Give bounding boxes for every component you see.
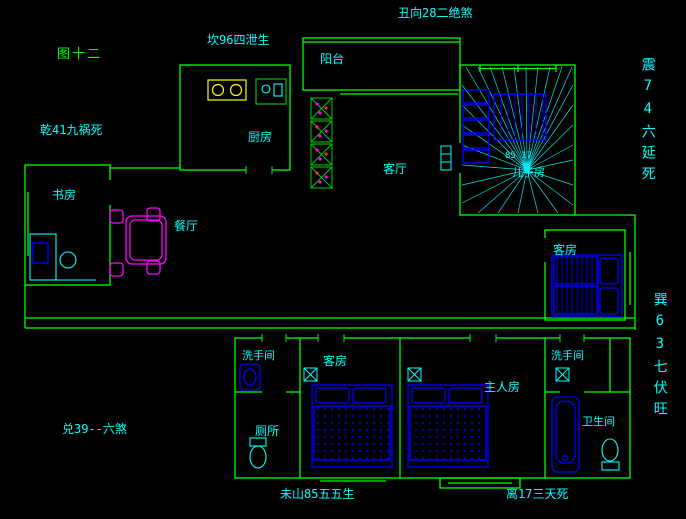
pillow-icon (448, 387, 483, 404)
room-label-dining-room: 餐厅 (174, 219, 199, 233)
stair-steps (462, 89, 547, 164)
door-marker-icon (303, 367, 318, 382)
toilet-icon-east (601, 438, 620, 471)
bed-guest-south (311, 384, 393, 468)
plant-icon (310, 120, 333, 143)
plant-icon (310, 143, 333, 166)
room-label-balcony: 阳台 (320, 52, 345, 66)
stair-note-label: 85 17 (505, 151, 533, 161)
room-label-bathroom: 卫生间 (582, 415, 615, 428)
annotation-direction-top: 丑向28二绝煞 (398, 6, 473, 20)
washbasin-icon (239, 363, 261, 391)
bed-master (407, 384, 489, 468)
room-label-master-bedroom: 主人房 (484, 380, 521, 394)
room-label-washroom-east: 洗手间 (551, 349, 584, 362)
pillow-icon (599, 257, 619, 285)
room-label-washroom-west: 洗手间 (242, 349, 275, 362)
figure-number-label: 图十二 (57, 47, 103, 62)
pillow-icon (411, 387, 446, 404)
plants-row (310, 97, 333, 189)
computer-icon (32, 242, 49, 264)
room-label-guest-room-south: 客房 (323, 354, 348, 368)
room-label-living-room: 客厅 (383, 162, 408, 176)
stove-icon (207, 79, 247, 101)
annotation-south-left: 未山85五五生 (280, 487, 355, 501)
stair-fan-lines (461, 66, 574, 214)
plant-icon (310, 166, 333, 189)
toilet-icon-west (249, 437, 267, 469)
annotation-south-right: 离17三天死 (506, 487, 569, 501)
pillow-icon (599, 287, 619, 315)
door-leaf-icon (440, 145, 452, 171)
study-furniture (29, 233, 96, 281)
room-label-kitchen: 厨房 (248, 130, 273, 144)
dining-chair-icon (109, 209, 124, 224)
dining-chair-icon (146, 260, 161, 275)
room-label-toilet: 厕所 (255, 424, 280, 438)
pillow-icon (352, 387, 387, 404)
bathtub-icon (551, 396, 580, 473)
dining-chair-icon (146, 207, 161, 222)
door-marker-icon (555, 367, 570, 382)
plant-icon (310, 97, 333, 120)
chair-icon (59, 251, 77, 269)
room-label-study: 书房 (52, 188, 77, 202)
kitchen-sink-icon (255, 78, 287, 105)
desk (29, 233, 57, 281)
door-marker-icon (407, 367, 422, 382)
staircase (461, 66, 574, 214)
dining-chair-icon (109, 262, 124, 277)
door-openings (108, 143, 584, 394)
room-label-guest-room-east: 客房 (553, 243, 578, 257)
annotation-southeast: 巽63七伏旺 (651, 292, 668, 422)
annotation-east: 震74六延死 (639, 57, 656, 187)
annotation-west: 兑39--六煞 (62, 422, 127, 436)
room-label-son-room: 儿子房 (512, 166, 545, 179)
pillow-icon (315, 387, 350, 404)
wall-lines (24, 37, 636, 489)
annotation-north: 坎96四泄生 (207, 33, 270, 47)
bed-guest-east (551, 254, 623, 318)
annotation-northwest: 乾41九祸死 (40, 123, 103, 137)
dining-table (109, 207, 167, 277)
door-jambs (245, 166, 585, 342)
door-marker-icons (303, 145, 570, 382)
